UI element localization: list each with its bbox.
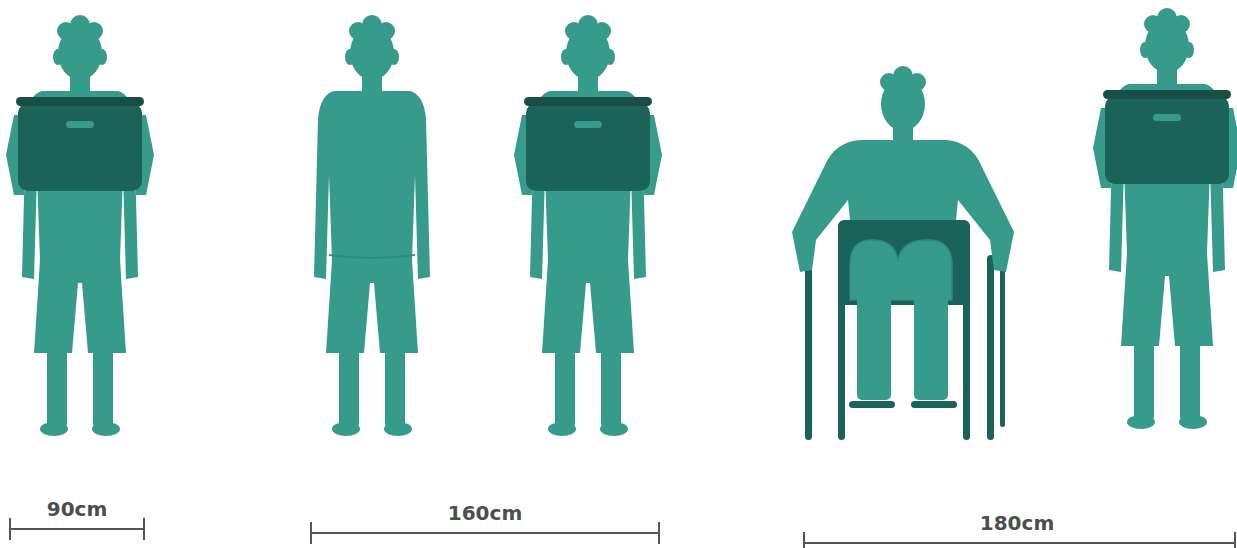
dimension-bar — [311, 522, 659, 544]
person-standing — [314, 15, 430, 436]
wheelchair-user — [792, 66, 1014, 440]
person-carrying-box — [1093, 8, 1237, 429]
dimension-label: 90cm — [47, 497, 108, 521]
dimension-label: 180cm — [980, 511, 1054, 535]
person-carrying-box — [6, 15, 154, 436]
dimension-label: 160cm — [448, 501, 522, 525]
person-carrying-box — [514, 15, 662, 436]
dimension-bar — [10, 518, 144, 540]
